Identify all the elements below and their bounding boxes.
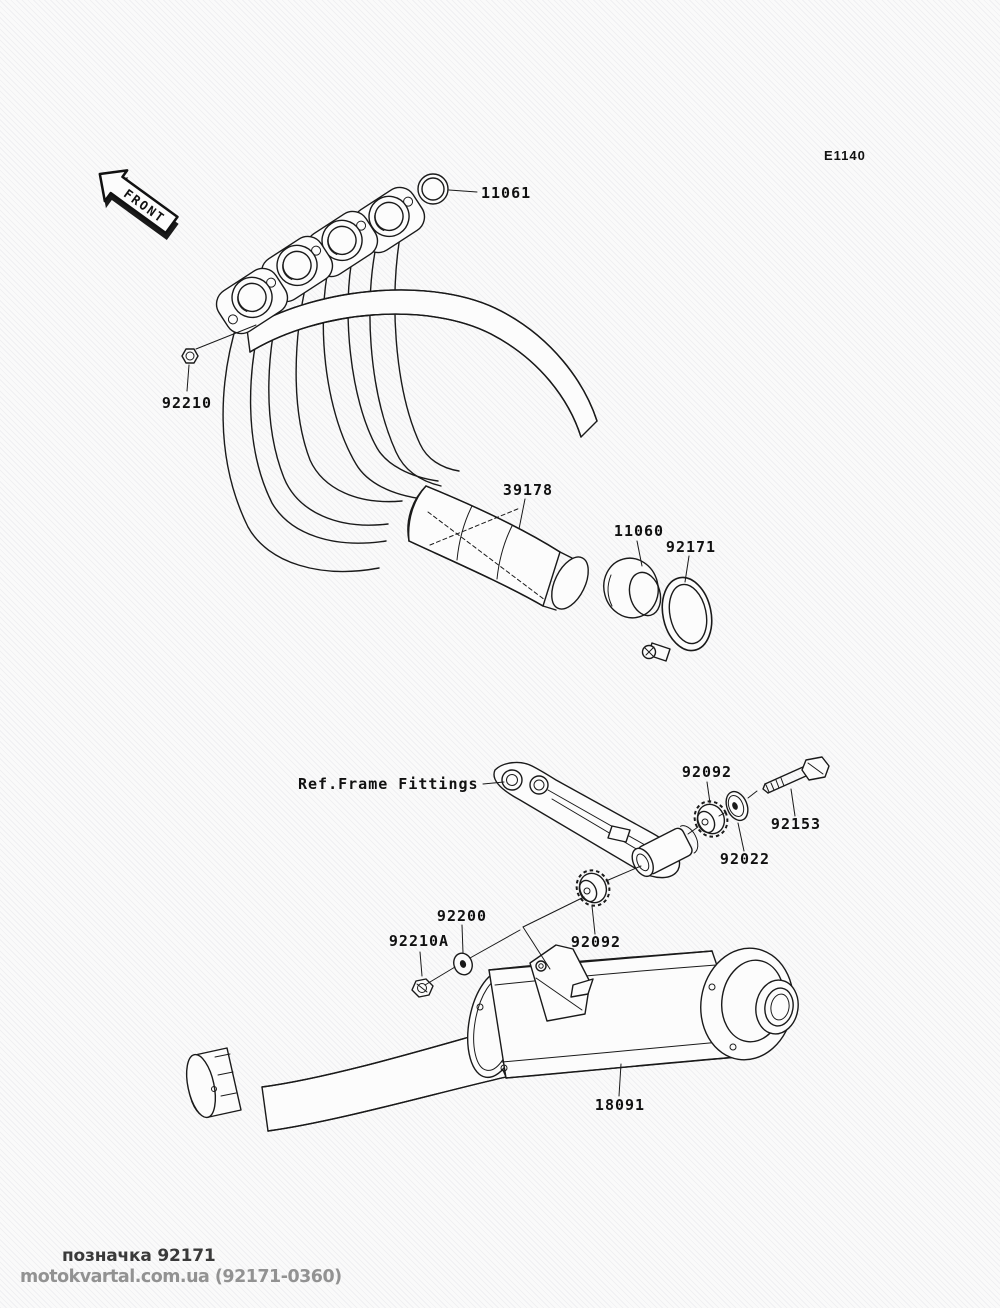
front-direction-arrow: FRONT (98, 169, 179, 241)
watermark-caption: позначка 92171 (62, 1246, 216, 1266)
bolt-92153-shape (762, 756, 830, 794)
muffler-assembly (185, 944, 799, 1132)
clamp-92171-shape (641, 576, 713, 662)
part-label-11061: 11061 (481, 184, 531, 202)
part-label-92153: 92153 (771, 815, 821, 833)
nut-92210-shape (181, 348, 199, 364)
part-label-18091: 18091 (595, 1096, 645, 1114)
part-label-92092-upper: 92092 (682, 763, 732, 781)
diagram-code: E1140 (824, 148, 866, 163)
part-label-92210: 92210 (162, 394, 212, 412)
damper-92092-upper-shape (693, 800, 729, 838)
assembly-lines (424, 790, 758, 986)
exhaust-flanges (215, 186, 426, 335)
part-label-ref-frame-fittings: Ref.Frame Fittings (298, 775, 479, 793)
washer-92022-shape (725, 790, 749, 822)
part-label-39178: 39178 (503, 481, 553, 499)
part-label-92092-lower: 92092 (571, 933, 621, 951)
header-pipes-assembly (222, 230, 598, 573)
o-ring-11061-shape (417, 173, 449, 205)
damper-92092-lower-shape (575, 869, 611, 907)
part-labels: 11061 92210 39178 11060 92171 Ref.Frame … (162, 184, 821, 1114)
part-label-92200: 92200 (437, 907, 487, 925)
frame-fitting-bracket (493, 761, 699, 879)
part-label-92022: 92022 (720, 850, 770, 868)
watermark-site: motokvartal.com.ua (92171-0360) (20, 1266, 342, 1287)
muffler-end-cap (700, 947, 799, 1061)
muffler-bracket (529, 944, 594, 1022)
leader-lines (186, 189, 796, 1097)
part-label-92210a: 92210A (389, 932, 449, 950)
bushing-cylinder (631, 825, 699, 878)
washer-92200-shape (453, 952, 473, 976)
part-label-11060: 11060 (614, 522, 664, 540)
flange-1 (215, 267, 289, 335)
sleeve-gasket-11060-shape (603, 557, 662, 619)
pipe-slip-collar (185, 1047, 242, 1119)
part-label-92171: 92171 (666, 538, 716, 556)
collector-pipe-39178 (407, 485, 589, 611)
front-arrow-shape (98, 169, 179, 235)
